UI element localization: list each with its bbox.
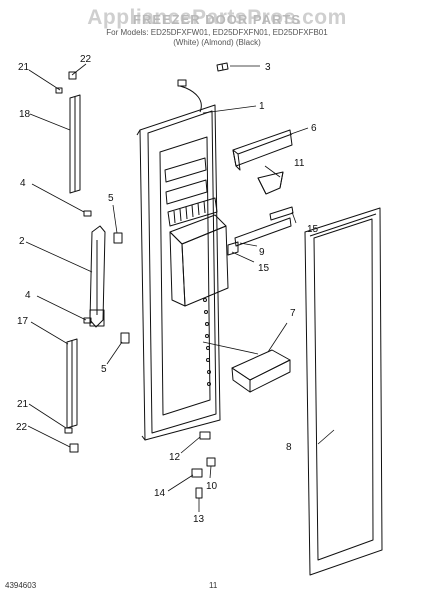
ice-bucket <box>231 349 291 393</box>
callout: 6 <box>311 123 317 134</box>
diagram-title: FREEZER DOOR PARTS <box>133 12 301 27</box>
callout: 22 <box>80 54 92 65</box>
callout: 13 <box>193 514 205 525</box>
callout: 22 <box>16 422 28 433</box>
leader-lines <box>25 63 335 512</box>
callout: 4 <box>25 290 31 301</box>
callout: 1 <box>259 101 265 112</box>
handle-strip-upper <box>69 94 81 194</box>
callout: 12 <box>169 452 181 463</box>
small-parts <box>55 71 216 499</box>
model-colors: (White) (Almond) (Black) <box>173 38 261 47</box>
door-bin <box>232 129 293 171</box>
ice-chute <box>257 171 284 195</box>
callout: 11 <box>294 158 305 169</box>
callout-labels: 21 22 3 1 18 6 11 4 5 15 2 9 15 7 4 17 5… <box>16 54 319 525</box>
callout: 8 <box>286 442 292 453</box>
callout: 10 <box>206 481 218 492</box>
callout: 2 <box>19 236 25 247</box>
callout: 7 <box>290 308 296 319</box>
callout: 15 <box>307 224 319 235</box>
page-number: 11 <box>209 581 218 590</box>
callout: 18 <box>19 109 31 120</box>
callout: 5 <box>108 193 114 204</box>
callout: 14 <box>154 488 166 499</box>
trim-pieces <box>227 206 294 256</box>
door-liner <box>136 79 229 441</box>
callout: 17 <box>17 316 29 327</box>
door-handle <box>89 225 106 328</box>
callout: 3 <box>265 62 271 73</box>
screw <box>216 62 229 72</box>
watermark: AppliancePartsPros.com <box>87 6 347 29</box>
document-number: 4394603 <box>5 581 37 590</box>
model-numbers: For Models: ED25DFXFW01, ED25DFXFN01, ED… <box>106 28 328 37</box>
handle-strip-lower <box>66 338 78 429</box>
callout: 9 <box>259 247 265 258</box>
callout: 21 <box>17 399 29 410</box>
callout: 4 <box>20 178 26 189</box>
callout: 15 <box>258 263 270 274</box>
callout: 21 <box>18 62 30 73</box>
callout: 5 <box>101 364 107 375</box>
door-gasket <box>304 207 383 576</box>
